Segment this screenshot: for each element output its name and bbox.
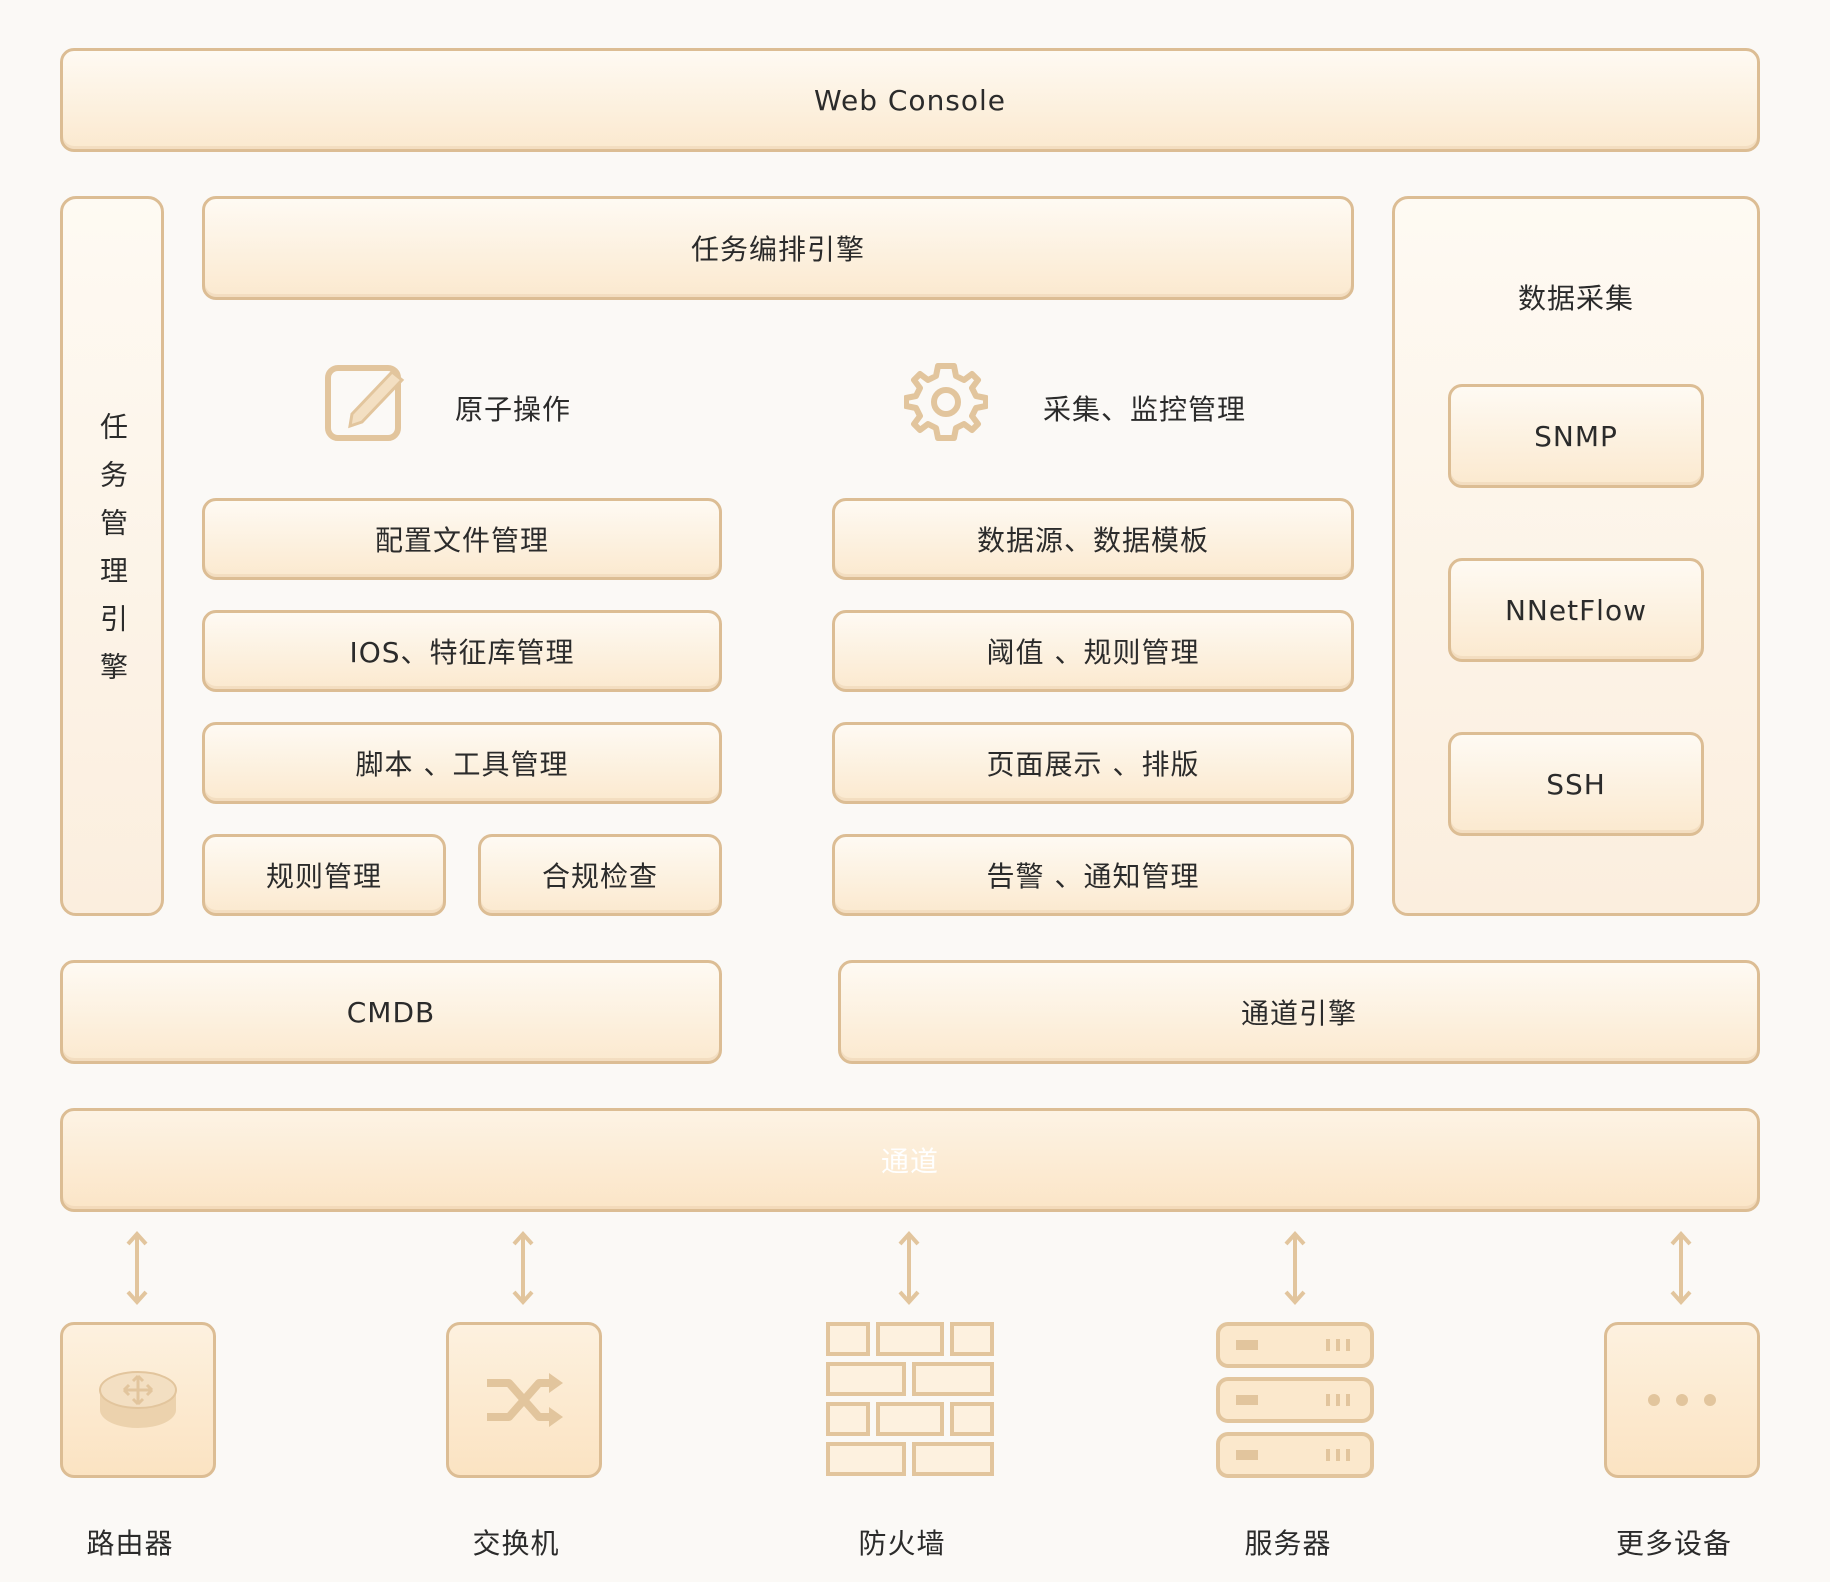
compliance-check-box: 合规检查 [478, 834, 722, 916]
server-label: 服务器 [1244, 1527, 1332, 1560]
compliance-check-label: 合规检查 [541, 860, 658, 893]
double-arrow-icon [1284, 1231, 1306, 1305]
config-file-mgmt-label: 配置文件管理 [374, 524, 549, 557]
page-display-box: 页面展示 、排版 [832, 722, 1354, 804]
alert-notify-box: 告警 、通知管理 [832, 834, 1354, 916]
web-console-box: Web Console [60, 48, 1760, 152]
data-collection-title: 数据采集 [1517, 282, 1634, 315]
ssh-box: SSH [1448, 732, 1704, 836]
edit-icon [325, 365, 405, 441]
collect-monitor-label: 采集、监控管理 [1043, 393, 1247, 426]
more-devices-tile [1604, 1322, 1760, 1478]
threshold-rule-label: 阈值 、规则管理 [986, 636, 1200, 669]
ssh-label: SSH [1546, 767, 1606, 801]
task-management-engine-label: 任务管理引擎 [96, 412, 129, 700]
netflow-box: NNetFlow [1448, 558, 1704, 662]
router-icon [99, 1371, 177, 1428]
rule-mgmt-label: 规则管理 [265, 860, 382, 893]
firewall-label: 防火墙 [858, 1527, 946, 1560]
channel-label: 通道 [880, 1145, 939, 1178]
switch-tile [446, 1322, 602, 1478]
script-tool-mgmt-box: 脚本 、工具管理 [202, 722, 722, 804]
server-icon [1216, 1322, 1374, 1478]
task-orchestration-label: 任务编排引擎 [690, 233, 865, 266]
firewall-icon [826, 1322, 994, 1476]
channel-engine-box: 通道引擎 [838, 960, 1760, 1064]
double-arrow-icon [126, 1231, 148, 1305]
datasource-template-box: 数据源、数据模板 [832, 498, 1354, 580]
switch-label: 交换机 [472, 1527, 560, 1560]
router-tile [60, 1322, 216, 1478]
more-devices-label: 更多设备 [1615, 1527, 1732, 1560]
switch-icon [487, 1373, 563, 1427]
channel-engine-label: 通道引擎 [1240, 997, 1357, 1030]
config-file-mgmt-box: 配置文件管理 [202, 498, 722, 580]
double-arrow-icon [898, 1231, 920, 1305]
rule-mgmt-box: 规则管理 [202, 834, 446, 916]
datasource-template-label: 数据源、数据模板 [976, 524, 1209, 557]
task-management-engine-panel: 任务管理引擎 [60, 196, 164, 916]
ios-feature-lib-label: IOS、特征库管理 [349, 636, 575, 669]
cmdb-label: CMDB [346, 995, 436, 1029]
double-arrow-icon [512, 1231, 534, 1305]
double-arrow-icon [1670, 1231, 1692, 1305]
channel-box: 通道 [60, 1108, 1760, 1212]
threshold-rule-box: 阈值 、规则管理 [832, 610, 1354, 692]
cmdb-box: CMDB [60, 960, 722, 1064]
alert-notify-label: 告警 、通知管理 [986, 860, 1200, 893]
web-console-label: Web Console [813, 83, 1007, 117]
snmp-label: SNMP [1534, 419, 1618, 453]
netflow-label: NNetFlow [1504, 593, 1647, 627]
page-display-label: 页面展示 、排版 [986, 748, 1200, 781]
more-icon [1648, 1394, 1716, 1406]
script-tool-mgmt-label: 脚本 、工具管理 [355, 748, 569, 781]
gear-icon [904, 363, 988, 441]
atomic-ops-label: 原子操作 [455, 393, 572, 426]
router-label: 路由器 [86, 1527, 174, 1560]
task-orchestration-box: 任务编排引擎 [202, 196, 1354, 300]
ios-feature-lib-box: IOS、特征库管理 [202, 610, 722, 692]
snmp-box: SNMP [1448, 384, 1704, 488]
